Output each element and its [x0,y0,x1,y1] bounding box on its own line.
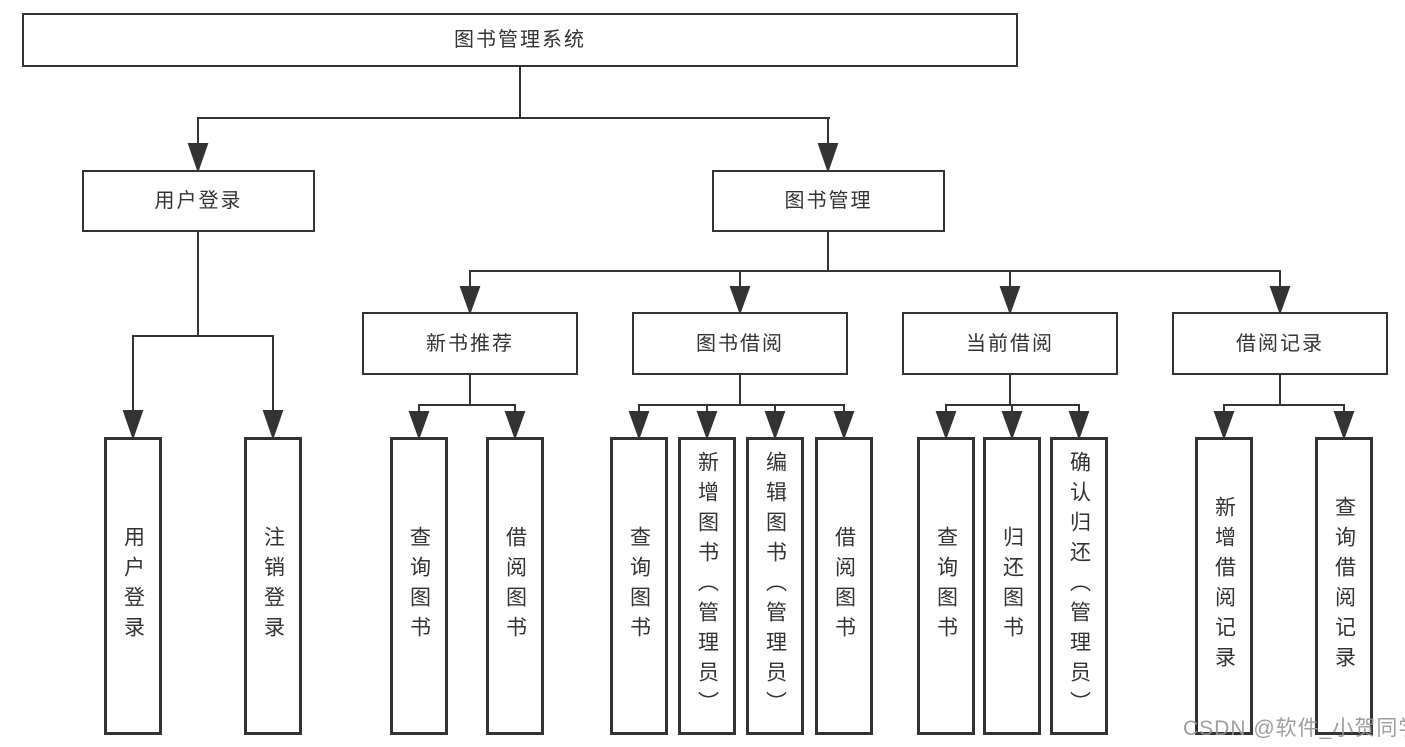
leaf-user-login: 用户登录 [104,437,162,735]
arrowhead [1001,411,1023,440]
leaf-newbooks-borrow: 借阅图书 [486,437,544,735]
arrowhead [935,411,957,440]
arrowhead [504,411,526,440]
arrowhead [999,286,1021,315]
leaf-current-query: 查询图书 [917,437,975,735]
leaf-current-return: 归还图书 [983,437,1041,735]
node-book-management: 图书管理 [712,170,945,232]
connectors-records [1213,375,1355,440]
arrowhead [833,411,855,440]
leaf-records-add: 新增借阅记录 [1195,437,1253,735]
arrowhead [764,411,786,440]
node-new-book-recommend: 新书推荐 [362,312,578,375]
arrowhead [1269,286,1291,315]
leaf-borrowing-add-admin: 新增图书（管理员） [678,437,736,735]
arrowhead [817,143,839,174]
arrowhead [408,411,430,440]
leaf-borrowing-query: 查询图书 [610,437,668,735]
arrowhead [262,410,284,441]
arrowhead [187,143,209,174]
leaf-borrowing-edit-admin: 编辑图书（管理员） [746,437,804,735]
node-current-borrowing: 当前借阅 [902,312,1118,375]
arrowhead [628,411,650,440]
node-user-login: 用户登录 [82,170,315,232]
arrowhead [1333,411,1355,440]
connectors-new-books [408,375,526,440]
node-borrow-records: 借阅记录 [1172,312,1388,375]
leaf-newbooks-query: 查询图书 [390,437,448,735]
connectors-book-management [459,232,1291,315]
arrowhead [729,286,751,315]
connectors-current [935,375,1090,440]
connectors-borrowing [628,375,855,440]
node-root: 图书管理系统 [22,13,1018,67]
arrowhead [1068,411,1090,440]
watermark: CSDN @软件_小贺同学 [1183,717,1405,740]
leaf-borrowing-borrow: 借阅图书 [815,437,873,735]
node-book-borrowing: 图书借阅 [632,312,848,375]
arrowhead [122,410,144,441]
connectors-root [187,67,839,174]
leaf-logout: 注销登录 [244,437,302,735]
arrowhead [696,411,718,440]
leaf-current-confirm-return-admin: 确认归还（管理员） [1050,437,1108,735]
arrowhead [459,286,481,315]
connectors-user-login [122,232,284,441]
arrowhead [1213,411,1235,440]
leaf-records-query: 查询借阅记录 [1315,437,1373,735]
